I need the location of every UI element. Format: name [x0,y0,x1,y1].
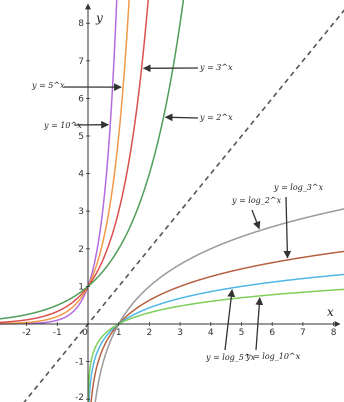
annotation-arrow [255,297,264,351]
y-tick-label: 2 [78,245,84,255]
curve-y-log-10-x [87,288,344,402]
x-tick-label: 5 [239,328,245,338]
y-tick-label: 8 [78,19,84,29]
x-tick-label: 4 [208,328,214,338]
annotation-label-y-5-x: y = 5^x [31,81,65,90]
y-tick-label: 7 [78,57,84,67]
y-tick-label: 6 [78,94,84,104]
annotation-label-y-10-x: y = 10^x [43,121,82,130]
x-axis-label: x [327,305,334,319]
annotation-arrow [251,209,261,230]
annotation-label-y-log-5-x: y = log_5^x [205,353,256,362]
x-tick-label: 2 [147,328,153,338]
y-tick-label: 4 [78,170,84,180]
y-axis-label: y [95,11,103,25]
y-tick-label: 3 [78,207,84,217]
x-tick-label: 1 [116,328,122,338]
annotation-arrow [283,196,292,259]
x-tick-label: -2 [22,328,31,338]
curve-y-log-2-x [94,208,344,402]
y-tick-label: 1 [78,282,84,292]
y-tick-label: 5 [78,132,84,142]
curve-y-log-3-x [90,250,344,402]
annotation-label-y-log-2-x: y = log_2^x [231,196,282,205]
annotation-label-y-3-x: y = 3^x [199,63,233,72]
curve-y-5-x [0,0,130,325]
x-tick-label: 3 [177,328,183,338]
y-tick-label: -1 [75,358,84,368]
curve-y-3-x [0,0,149,324]
x-tick-label: 0 [82,328,88,338]
curve-y-2-x [0,0,185,320]
annotation-label-y-2-x: y = 2^x [199,113,233,122]
curve-y-x [23,9,344,402]
x-tick-label: -1 [53,328,62,338]
annotation-arrow [224,289,236,351]
curve-y-log-5-x [88,273,344,402]
annotation-arrow [164,113,199,122]
x-tick-label: 7 [300,328,306,338]
annotation-label-y-log-3-x: y = log_3^x [273,183,324,192]
annotation-label-y-log-10-x: y = log_10^x [245,352,301,361]
y-tick-label: -2 [75,393,84,402]
x-tick-label: 6 [269,328,275,338]
x-tick-label: 8 [331,328,337,338]
